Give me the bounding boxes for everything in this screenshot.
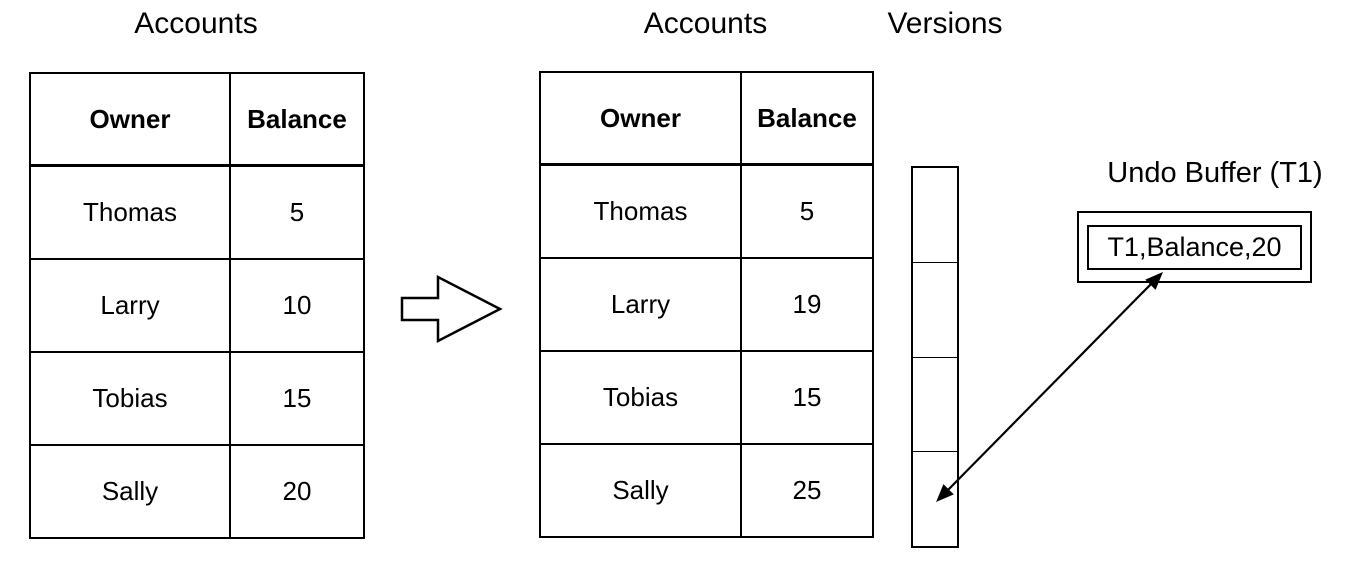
table-row: Tobias 15 (29, 351, 365, 446)
table-row: Sally 20 (29, 444, 365, 539)
balance-cell: 15 (740, 350, 874, 445)
owner-cell: Larry (29, 258, 231, 353)
version-cell (913, 168, 957, 263)
version-cell (913, 358, 957, 453)
owner-header: Owner (29, 72, 231, 167)
table-row: Thomas 5 (29, 164, 365, 260)
undo-buffer-box: T1,Balance,20 (1077, 211, 1312, 283)
balance-cell-updated: 25 (740, 443, 874, 538)
balance-cell: 5 (740, 163, 874, 259)
versions-title: Versions (887, 7, 1003, 40)
table-row: Larry 10 (29, 258, 365, 353)
after-table-title: Accounts (643, 7, 768, 40)
owner-header: Owner (539, 71, 742, 166)
before-table-title: Accounts (134, 7, 258, 40)
owner-cell: Sally (29, 444, 231, 539)
table-row: Larry 19 (539, 257, 874, 352)
balance-header: Balance (229, 72, 365, 167)
owner-cell: Tobias (539, 350, 742, 445)
undo-link-arrow-icon (936, 272, 1163, 502)
balance-cell: 5 (229, 164, 365, 260)
balance-cell: 10 (229, 258, 365, 353)
balance-cell: 19 (740, 257, 874, 352)
balance-cell: 20 (229, 444, 365, 539)
owner-cell: Thomas (539, 163, 742, 259)
versions-column (911, 166, 959, 548)
table-row: Sally 25 (539, 443, 874, 538)
accounts-table-before: Owner Balance Thomas 5 Larry 10 Tobias 1… (29, 72, 365, 539)
table-row: Thomas 5 (539, 163, 874, 259)
owner-cell: Tobias (29, 351, 231, 446)
table-header-row: Owner Balance (539, 71, 874, 166)
balance-cell: 15 (229, 351, 365, 446)
block-arrow-right-icon (400, 274, 503, 344)
owner-cell: Sally (539, 443, 742, 538)
undo-buffer-title: Undo Buffer (T1) (1107, 157, 1323, 189)
owner-cell: Thomas (29, 164, 231, 260)
accounts-table-after: Owner Balance Thomas 5 Larry 19 Tobias 1… (539, 71, 874, 538)
table-row: Tobias 15 (539, 350, 874, 445)
table-header-row: Owner Balance (29, 72, 365, 167)
balance-header: Balance (740, 71, 874, 166)
version-cell (913, 263, 957, 358)
undo-buffer-entry: T1,Balance,20 (1087, 224, 1302, 270)
version-cell (913, 452, 957, 546)
owner-cell: Larry (539, 257, 742, 352)
